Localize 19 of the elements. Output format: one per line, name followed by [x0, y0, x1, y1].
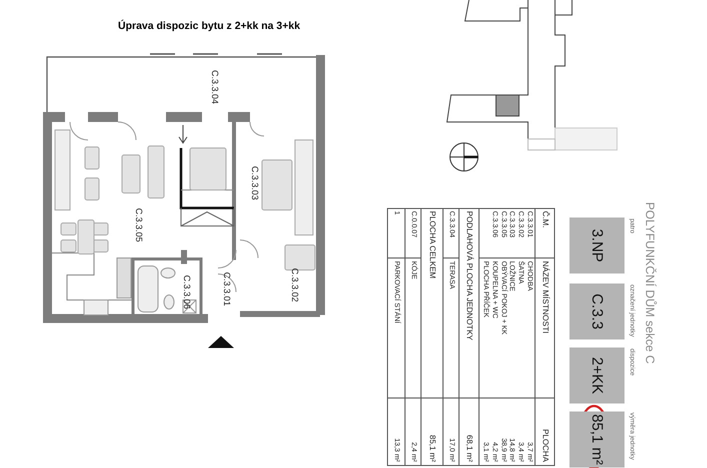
info-box: 2+KK	[570, 347, 624, 403]
room-label: C.3.3.06	[181, 274, 193, 312]
room-label: C.3.3.02	[289, 266, 301, 304]
table-cell-text: Č.M.	[540, 211, 551, 230]
info-box: 3.NP	[570, 217, 624, 273]
room-label: C.3.3.05	[133, 206, 145, 244]
title: Úprava dispozic bytu z 2+kk na 3+kk	[118, 20, 300, 32]
table-cell-text: PLOCHA CELKEM	[427, 211, 438, 281]
building-heading: POLYFUNKČNÍ DŮM sekce C	[642, 202, 658, 366]
table-cell-text: 68,1 m²	[464, 434, 475, 462]
room-label: C.3.3.03	[249, 164, 261, 202]
info-box: C.3.3	[570, 283, 624, 339]
table-cell-text: NÁZEV MÍSTNOSTI	[540, 261, 551, 336]
room-label: C.3.3.04	[209, 68, 221, 106]
room-label: C.3.3.01	[221, 270, 233, 308]
table-cell-text: PLOCHA	[540, 428, 551, 462]
table-cell-text: PODLAHOVÁ PLOCHA JEDNOTKY	[464, 211, 475, 342]
table-cell-text: 85,1 m²	[427, 434, 438, 462]
info-box: 85,1 m²	[570, 411, 624, 467]
